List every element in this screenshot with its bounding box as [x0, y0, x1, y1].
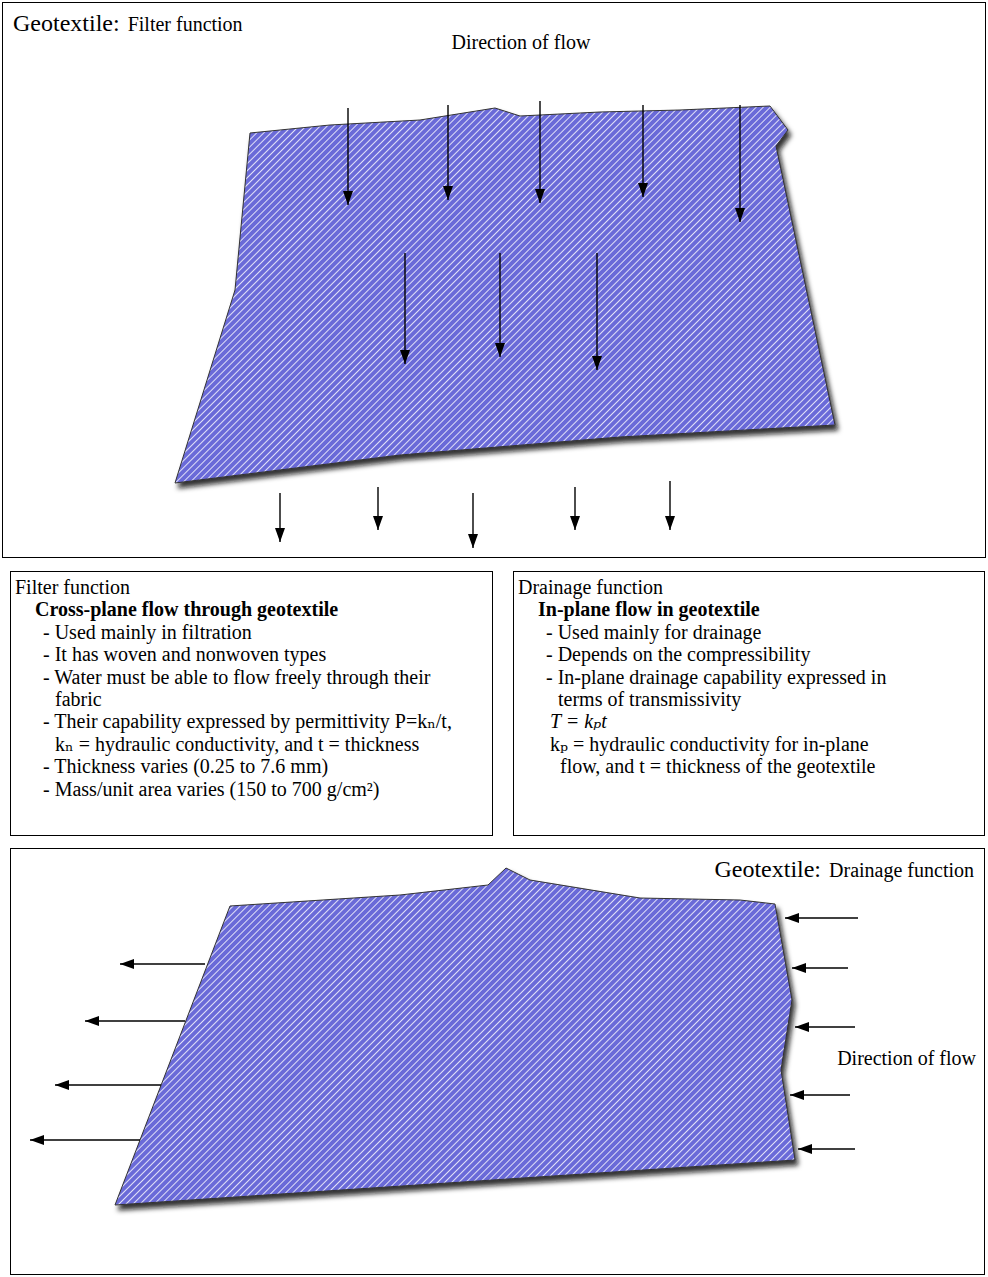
flow-arrow — [798, 1148, 855, 1149]
flow-arrow — [642, 105, 643, 197]
filter-panel: Geotextile: Filter function — [2, 2, 986, 558]
flow-arrow — [596, 253, 597, 370]
flow-arrows — [280, 101, 740, 548]
bullet-text: - Mass/unit area varies (150 to 700 g/cm… — [43, 778, 455, 800]
filter-illustration — [175, 101, 835, 548]
panel-title: Geotextile: — [714, 855, 821, 884]
box-heading: Drainage function — [518, 576, 976, 598]
panel-subtitle: Filter function — [128, 12, 243, 36]
bullet-text: - Depends on the compressibility — [546, 643, 888, 665]
flow-arrow — [120, 963, 205, 964]
flow-arrow — [539, 101, 540, 203]
bullet-text: - Used mainly in filtration — [43, 621, 455, 643]
formula: T = kₚt — [550, 710, 976, 732]
flow-arrow — [795, 1026, 855, 1027]
flow-arrow — [499, 253, 500, 357]
panel-title: Geotextile: — [13, 9, 120, 38]
flow-arrow — [404, 253, 405, 364]
panel-heading: Geotextile: Drainage function — [714, 855, 974, 884]
flow-arrow — [739, 105, 740, 222]
bullet-text: - Used mainly for drainage — [546, 621, 888, 643]
bullet-text: - Thickness varies (0.25 to 7.6 mm) — [43, 755, 455, 777]
formula-note: kₚ = hydraulic conductivity for in-plane… — [550, 733, 890, 778]
drainage-info-box: Drainage functionIn-plane flow in geotex… — [513, 571, 985, 836]
filter-info-box: Filter functionCross-plane flow through … — [10, 571, 493, 836]
bullet-text: - Water must be able to flow freely thro… — [43, 666, 455, 711]
flow-arrow — [790, 1094, 850, 1095]
flow-arrows — [30, 918, 858, 1149]
box-heading: Filter function — [15, 576, 484, 598]
flow-arrow — [472, 493, 473, 548]
flow-direction-label: Direction of flow — [450, 30, 593, 54]
box-subheading: In-plane flow in geotextile — [538, 598, 976, 620]
flow-arrow — [785, 917, 858, 918]
flow-arrow — [30, 1139, 140, 1140]
drainage-illustration — [30, 868, 858, 1205]
box-subheading: Cross-plane flow through geotextile — [35, 598, 484, 620]
flow-arrow — [792, 967, 848, 968]
bullet-text: - Their capability expressed by permitti… — [43, 710, 455, 755]
flow-arrow — [447, 105, 448, 200]
flow-arrow — [377, 487, 378, 530]
flow-arrow — [669, 481, 670, 530]
flow-arrow — [574, 487, 575, 530]
flow-direction-label: Direction of flow — [835, 1046, 978, 1070]
panel-subtitle: Drainage function — [829, 858, 974, 882]
flow-arrow — [55, 1084, 161, 1085]
bullet-text: - In-plane drainage capability expressed… — [546, 666, 888, 711]
flow-arrow — [347, 108, 348, 205]
flow-arrow — [279, 493, 280, 542]
geotextile-sheet — [115, 868, 795, 1205]
bullet-text: - It has woven and nonwoven types — [43, 643, 455, 665]
panel-heading: Geotextile: Filter function — [13, 9, 243, 38]
flow-arrow — [85, 1020, 185, 1021]
geotextile-sheet — [175, 106, 835, 483]
